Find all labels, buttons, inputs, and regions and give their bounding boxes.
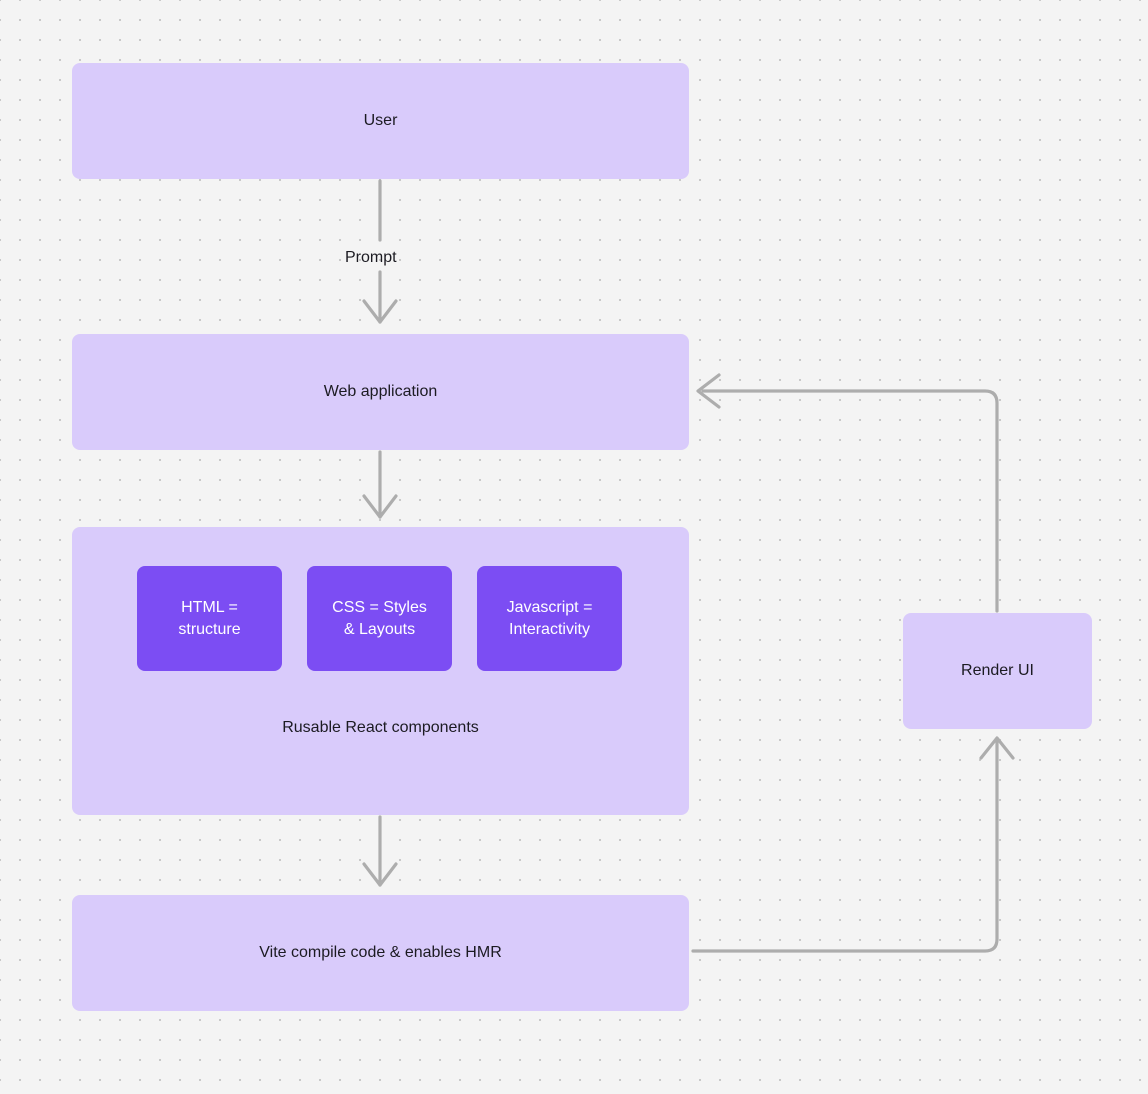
edge-render-ui-to-web-application <box>696 373 999 613</box>
node-css-line1: CSS = Styles <box>332 598 427 616</box>
node-css-label: CSS = Styles & Layouts <box>332 597 427 640</box>
edge-line <box>691 740 999 953</box>
arrowhead-down-icon <box>362 494 398 519</box>
edge-components-to-vite <box>362 815 398 887</box>
arrowhead-up-icon <box>979 736 1015 760</box>
edge-web-application-to-components <box>362 450 398 519</box>
edge-label-prompt: Prompt <box>345 249 397 266</box>
node-vite-label: Vite compile code & enables HMR <box>259 944 502 962</box>
node-vite[interactable]: Vite compile code & enables HMR <box>72 895 689 1011</box>
edge-vite-to-render-ui <box>691 736 1015 953</box>
node-html[interactable]: HTML = structure <box>137 566 282 671</box>
node-javascript-line1: Javascript = <box>506 598 593 616</box>
node-html-line1: HTML = <box>181 598 238 616</box>
node-css-line2: & Layouts <box>343 620 416 638</box>
node-render-ui[interactable]: Render UI <box>903 613 1092 729</box>
node-web-application[interactable]: Web application <box>72 334 689 450</box>
node-css[interactable]: CSS = Styles & Layouts <box>307 566 452 671</box>
arrowhead-down-icon <box>362 299 398 324</box>
node-javascript-label: Javascript = Interactivity <box>507 597 593 640</box>
edge-line <box>701 389 999 613</box>
node-javascript-line2: Interactivity <box>509 620 590 638</box>
node-javascript[interactable]: Javascript = Interactivity <box>477 566 622 671</box>
node-user[interactable]: User <box>72 63 689 179</box>
node-html-label: HTML = structure <box>178 597 240 640</box>
node-web-application-label: Web application <box>323 383 438 401</box>
node-html-line2: structure <box>178 620 241 638</box>
arrowhead-left-icon <box>696 373 721 409</box>
node-react-components-caption: Rusable React components <box>282 719 479 736</box>
node-render-ui-label: Render UI <box>961 662 1034 680</box>
arrowhead-down-icon <box>362 862 398 887</box>
node-user-label: User <box>363 112 398 130</box>
